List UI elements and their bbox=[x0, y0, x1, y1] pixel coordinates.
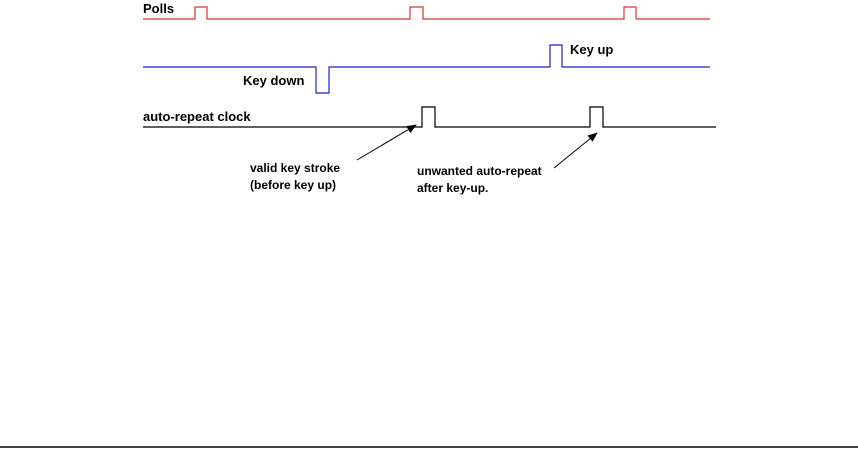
valid-stroke-arrow bbox=[356, 124, 417, 161]
key-up-label: Key up bbox=[570, 42, 613, 57]
unwanted-repeat-arrow bbox=[553, 132, 598, 169]
polls-waveform bbox=[143, 6, 710, 20]
clock-label: auto-repeat clock bbox=[143, 109, 251, 124]
valid-stroke-note-line1: valid key stroke bbox=[250, 161, 340, 175]
key-waveform bbox=[143, 44, 710, 94]
valid-stroke-note-line2: (before key up) bbox=[250, 178, 336, 192]
polls-label: Polls bbox=[143, 1, 174, 16]
clock-waveform bbox=[143, 106, 716, 128]
key-down-label: Key down bbox=[243, 73, 304, 88]
unwanted-repeat-note-line2: after key-up. bbox=[417, 181, 488, 195]
unwanted-repeat-note-line1: unwanted auto-repeat bbox=[417, 164, 542, 178]
